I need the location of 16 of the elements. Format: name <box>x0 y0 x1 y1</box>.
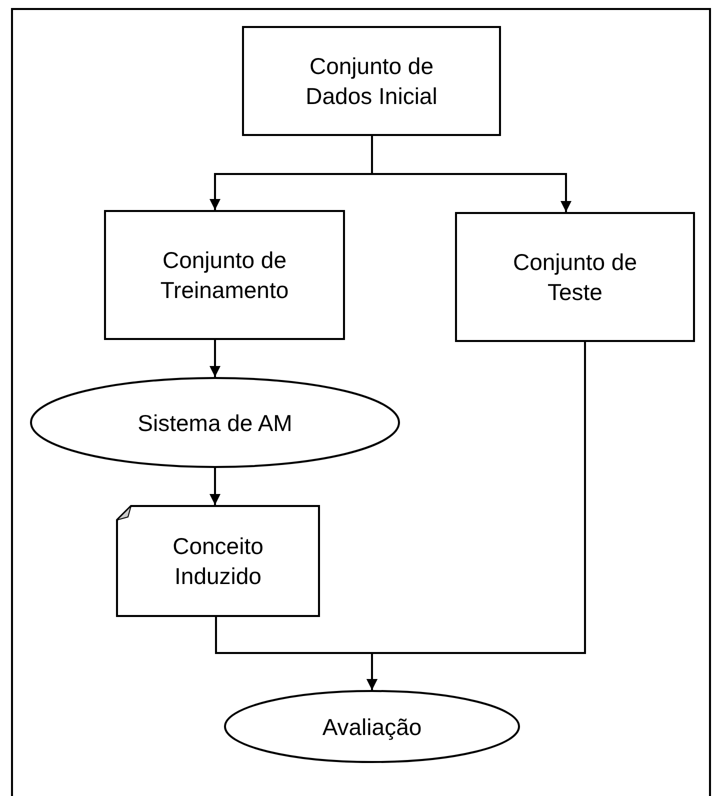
node-label: Sistema de AM <box>138 408 292 438</box>
process-ellipse <box>30 377 400 468</box>
node-label: Conjunto de Treinamento <box>159 246 290 305</box>
document-box <box>116 505 320 617</box>
node-label: Conjunto de Dados Inicial <box>304 52 438 111</box>
node-label: Conjunto de Teste <box>512 248 638 307</box>
process-box <box>242 26 501 136</box>
arrow <box>371 136 572 212</box>
arrow <box>210 340 220 377</box>
process-box <box>104 210 345 340</box>
node-label: Avaliação <box>322 712 422 742</box>
process-ellipse <box>224 690 520 763</box>
process-box <box>455 212 695 342</box>
arrow <box>366 342 586 690</box>
node-label: Conceito Induzido <box>172 532 264 591</box>
arrow <box>210 468 220 505</box>
